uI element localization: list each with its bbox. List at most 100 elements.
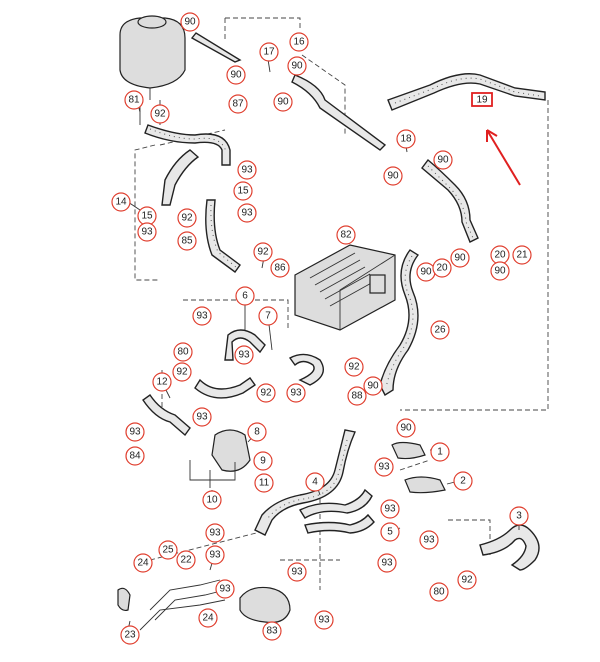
callout-90[interactable]: 90 <box>287 56 307 76</box>
callout-20[interactable]: 20 <box>490 245 510 265</box>
highlight-label-19[interactable]: 19 <box>471 92 493 107</box>
callout-90[interactable]: 90 <box>450 248 470 268</box>
callout-93[interactable]: 93 <box>380 499 400 519</box>
callout-24[interactable]: 24 <box>198 608 218 628</box>
callout-7[interactable]: 7 <box>258 306 278 326</box>
svg-text:82: 82 <box>340 230 352 241</box>
svg-text:23: 23 <box>124 630 136 641</box>
callout-92[interactable]: 92 <box>344 357 364 377</box>
callout-92[interactable]: 92 <box>457 570 477 590</box>
callout-93[interactable]: 93 <box>205 545 225 565</box>
callout-93[interactable]: 93 <box>237 160 257 180</box>
svg-text:21: 21 <box>516 250 528 261</box>
svg-text:22: 22 <box>180 555 192 566</box>
callout-9[interactable]: 9 <box>253 451 273 471</box>
callout-15[interactable]: 15 <box>137 206 157 226</box>
callout-93[interactable]: 93 <box>286 383 306 403</box>
svg-text:87: 87 <box>232 99 244 110</box>
callout-84[interactable]: 84 <box>125 446 145 466</box>
callout-93[interactable]: 93 <box>192 306 212 326</box>
svg-text:15: 15 <box>141 211 153 222</box>
callout-88[interactable]: 88 <box>347 386 367 406</box>
callout-93[interactable]: 93 <box>137 222 157 242</box>
callout-90[interactable]: 90 <box>273 92 293 112</box>
callout-93[interactable]: 93 <box>234 345 254 365</box>
callout-21[interactable]: 21 <box>512 245 532 265</box>
callout-11[interactable]: 11 <box>254 473 274 493</box>
callout-81[interactable]: 81 <box>124 90 144 110</box>
callout-18[interactable]: 18 <box>396 129 416 149</box>
callout-2[interactable]: 2 <box>453 471 473 491</box>
svg-text:3: 3 <box>516 511 522 522</box>
callout-10[interactable]: 10 <box>202 490 222 510</box>
callout-20[interactable]: 20 <box>432 258 452 278</box>
svg-text:90: 90 <box>420 267 432 278</box>
callout-83[interactable]: 83 <box>262 621 282 641</box>
svg-text:90: 90 <box>387 171 399 182</box>
svg-text:25: 25 <box>162 545 174 556</box>
hose-26 <box>379 249 420 397</box>
callout-3[interactable]: 3 <box>509 506 529 526</box>
callout-93[interactable]: 93 <box>419 530 439 550</box>
callout-82[interactable]: 82 <box>336 225 356 245</box>
svg-text:88: 88 <box>351 391 363 402</box>
callout-93[interactable]: 93 <box>237 203 257 223</box>
callout-93[interactable]: 93 <box>314 610 334 630</box>
callout-1[interactable]: 1 <box>430 442 450 462</box>
svg-text:93: 93 <box>384 504 396 515</box>
callout-93[interactable]: 93 <box>215 579 235 599</box>
callout-87[interactable]: 87 <box>228 94 248 114</box>
svg-text:24: 24 <box>137 558 149 569</box>
callout-12[interactable]: 12 <box>152 372 172 392</box>
callout-8[interactable]: 8 <box>247 422 267 442</box>
callout-93[interactable]: 93 <box>374 457 394 477</box>
callout-80[interactable]: 80 <box>173 342 193 362</box>
callout-92[interactable]: 92 <box>172 362 192 382</box>
callout-86[interactable]: 86 <box>270 258 290 278</box>
callout-22[interactable]: 22 <box>176 550 196 570</box>
callout-90[interactable]: 90 <box>396 418 416 438</box>
svg-text:93: 93 <box>129 427 141 438</box>
svg-text:12: 12 <box>156 377 168 388</box>
callout-85[interactable]: 85 <box>177 231 197 251</box>
callout-90[interactable]: 90 <box>277 97 289 108</box>
callout-17[interactable]: 17 <box>259 42 279 62</box>
callout-90[interactable]: 90 <box>180 12 200 32</box>
callout-90[interactable]: 90 <box>416 262 436 282</box>
callout-93[interactable]: 93 <box>287 562 307 582</box>
svg-text:93: 93 <box>241 208 253 219</box>
callout-25[interactable]: 25 <box>158 540 178 560</box>
callout-92[interactable]: 92 <box>150 104 170 124</box>
callout-90[interactable]: 90 <box>363 376 383 396</box>
callout-92[interactable]: 92 <box>253 242 273 262</box>
callout-16[interactable]: 16 <box>289 32 309 52</box>
callout-93[interactable]: 93 <box>205 523 225 543</box>
callout-93[interactable]: 93 <box>125 422 145 442</box>
callout-92[interactable]: 92 <box>177 208 197 228</box>
hose-18 <box>421 158 479 243</box>
svg-text:93: 93 <box>378 462 390 473</box>
callout-15[interactable]: 15 <box>233 181 253 201</box>
svg-text:80: 80 <box>177 347 189 358</box>
callout-26[interactable]: 26 <box>430 320 450 340</box>
callout-14[interactable]: 14 <box>111 192 131 212</box>
svg-text:92: 92 <box>260 388 272 399</box>
callout-80[interactable]: 80 <box>429 582 449 602</box>
callout-4[interactable]: 4 <box>305 472 325 492</box>
svg-text:26: 26 <box>434 325 446 336</box>
hose-14 <box>144 124 241 273</box>
callout-5[interactable]: 5 <box>380 522 400 542</box>
svg-text:92: 92 <box>154 109 166 120</box>
callout-92[interactable]: 92 <box>256 383 276 403</box>
callout-24[interactable]: 24 <box>133 553 153 573</box>
callout-93[interactable]: 93 <box>192 407 212 427</box>
callout-6[interactable]: 6 <box>235 286 255 306</box>
callout-90[interactable]: 90 <box>433 150 453 170</box>
callout-93[interactable]: 93 <box>377 553 397 573</box>
callout-23[interactable]: 23 <box>120 625 140 645</box>
callout-90[interactable]: 90 <box>226 65 246 85</box>
svg-text:5: 5 <box>387 527 393 538</box>
callout-90[interactable]: 90 <box>490 261 510 281</box>
callout-90[interactable]: 90 <box>383 166 403 186</box>
